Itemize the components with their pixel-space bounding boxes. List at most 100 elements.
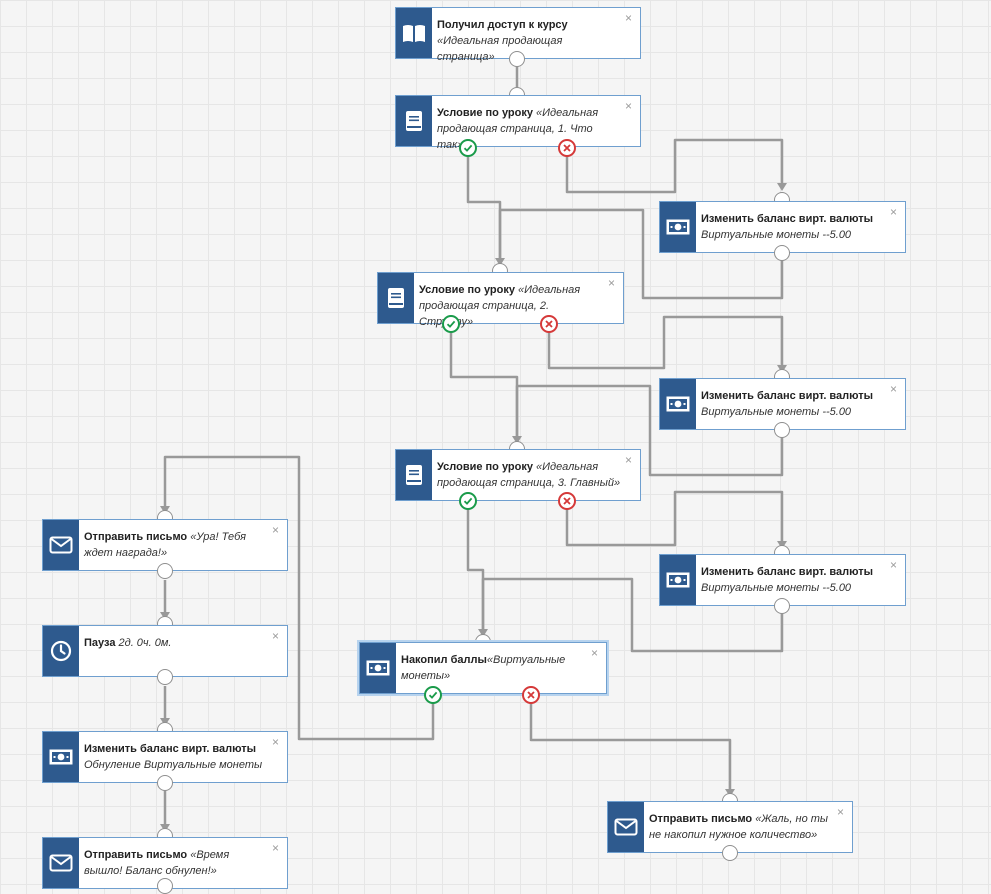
close-icon[interactable]: × xyxy=(271,523,279,537)
node-detail: 2д. 0ч. 0м. xyxy=(118,637,172,649)
node-text: Пауза 2д. 0ч. 0м. xyxy=(84,635,269,669)
node-title: Получил доступ к курсу xyxy=(437,19,568,31)
node-detail: «Идеальная продающая страница, 1. Что та… xyxy=(437,107,599,151)
node-title: Изменить баланс вирт. валюты xyxy=(84,743,257,755)
close-icon[interactable]: × xyxy=(624,99,632,113)
close-icon[interactable]: × xyxy=(271,735,279,749)
close-icon[interactable]: × xyxy=(271,841,279,855)
node-title: Накопил баллы xyxy=(401,654,487,666)
edge-n4-no-n5 xyxy=(547,315,784,370)
node-text: Условие по уроку «Идеальная продающая ст… xyxy=(437,105,622,151)
output-port[interactable] xyxy=(774,245,790,261)
arrowhead-n3 xyxy=(777,183,787,191)
close-icon[interactable]: × xyxy=(889,382,897,396)
node-detail: «Идеальная продающая страница, 2. Структ… xyxy=(419,284,581,328)
node-title: Изменить баланс вирт. валюты xyxy=(701,390,874,402)
edge-n2-no-n3 xyxy=(565,138,784,194)
node-course-access[interactable]: Получил доступ к курсу «Идеальная продаю… xyxy=(395,7,641,63)
node-title: Отправить письмо xyxy=(84,531,188,543)
close-icon[interactable]: × xyxy=(607,276,615,290)
book-open-icon xyxy=(396,8,432,58)
node-text: Условие по уроку «Идеальная продающая ст… xyxy=(437,459,622,493)
node-text: Условие по уроку «Идеальная продающая ст… xyxy=(419,282,605,328)
book-closed-icon xyxy=(378,273,414,323)
money-icon xyxy=(43,732,79,782)
edge-n4-yes-n6 xyxy=(449,332,519,441)
yes-branch-check-icon[interactable] xyxy=(424,686,442,704)
node-detail: Виртуальные монеты --5.00 xyxy=(701,406,852,418)
node-text: Накопил баллы«Виртуальные монеты» xyxy=(401,652,588,686)
node-title: Условие по уроку xyxy=(437,461,533,473)
node-detail: Обнуление Виртуальные монеты xyxy=(84,759,263,771)
book-closed-icon xyxy=(396,450,432,500)
envelope-icon xyxy=(608,802,644,852)
node-title: Отправить письмо xyxy=(649,813,753,825)
node-detail: «Идеальная продающая страница, 3. Главны… xyxy=(437,461,621,489)
node-detail: Виртуальные монеты --5.00 xyxy=(701,229,852,241)
node-title: Пауза xyxy=(84,637,116,649)
no-branch-cross-icon[interactable] xyxy=(540,315,558,333)
edge-n2-yes-n4 xyxy=(466,156,502,263)
node-text: Отправить письмо «Время вышло! Баланс об… xyxy=(84,847,269,881)
node-send-email-time-up[interactable]: Отправить письмо «Время вышло! Баланс об… xyxy=(42,837,288,889)
node-title: Отправить письмо xyxy=(84,849,188,861)
yes-branch-check-icon[interactable] xyxy=(459,492,477,510)
output-port[interactable] xyxy=(157,669,173,685)
output-port[interactable] xyxy=(774,598,790,614)
node-detail: «Ура! Тебя ждет награда!» xyxy=(84,531,247,559)
node-text: Отправить письмо «Ура! Тебя ждет награда… xyxy=(84,529,269,563)
money-icon xyxy=(660,555,696,605)
close-icon[interactable]: × xyxy=(590,646,598,660)
close-icon[interactable]: × xyxy=(889,558,897,572)
close-icon[interactable]: × xyxy=(624,453,632,467)
node-detail: Виртуальные монеты --5.00 xyxy=(701,582,852,594)
clock-icon xyxy=(43,626,79,676)
no-branch-cross-icon[interactable] xyxy=(558,492,576,510)
no-branch-cross-icon[interactable] xyxy=(558,139,576,157)
node-text: Получил доступ к курсу «Идеальная продаю… xyxy=(437,17,622,63)
output-port[interactable] xyxy=(157,878,173,894)
no-branch-cross-icon[interactable] xyxy=(522,686,540,704)
close-icon[interactable]: × xyxy=(271,629,279,643)
node-title: Условие по уроку xyxy=(437,107,533,119)
output-port[interactable] xyxy=(157,563,173,579)
close-icon[interactable]: × xyxy=(836,805,844,819)
output-port[interactable] xyxy=(722,845,738,861)
envelope-icon xyxy=(43,838,79,888)
node-title: Условие по уроку xyxy=(419,284,515,296)
node-lesson-condition-1[interactable]: Условие по уроку «Идеальная продающая ст… xyxy=(395,95,641,151)
node-lesson-condition-2[interactable]: Условие по уроку «Идеальная продающая ст… xyxy=(377,272,624,328)
money-icon xyxy=(660,379,696,429)
node-text: Отправить письмо «Жаль, но ты не накопил… xyxy=(649,811,834,845)
close-icon[interactable]: × xyxy=(889,205,897,219)
money-icon xyxy=(660,202,696,252)
node-title: Изменить баланс вирт. валюты xyxy=(701,566,874,578)
output-port[interactable] xyxy=(157,775,173,791)
money-icon xyxy=(360,643,396,693)
node-pause[interactable]: Пауза 2д. 0ч. 0м. × xyxy=(42,625,288,677)
node-detail: «Идеальная продающая страница» xyxy=(437,35,563,63)
edge-n8-no-n13 xyxy=(529,703,732,793)
yes-branch-check-icon[interactable] xyxy=(442,315,460,333)
book-closed-icon xyxy=(396,96,432,146)
node-detail: «Время вышло! Баланс обнулен!» xyxy=(84,849,230,877)
yes-branch-check-icon[interactable] xyxy=(459,139,477,157)
node-detail: «Жаль, но ты не накопил нужное количеств… xyxy=(649,813,829,841)
envelope-icon xyxy=(43,520,79,570)
output-port[interactable] xyxy=(509,51,525,67)
node-lesson-condition-3[interactable]: Условие по уроку «Идеальная продающая ст… xyxy=(395,449,641,501)
edge-n8-yes-n9 xyxy=(163,455,435,741)
node-detail: «Виртуальные монеты» xyxy=(401,654,566,682)
output-port[interactable] xyxy=(774,422,790,438)
close-icon[interactable]: × xyxy=(624,11,632,25)
node-send-email-reward[interactable]: Отправить письмо «Ура! Тебя ждет награда… xyxy=(42,519,288,571)
node-points-accumulated[interactable]: Накопил баллы«Виртуальные монеты» × xyxy=(359,642,607,694)
